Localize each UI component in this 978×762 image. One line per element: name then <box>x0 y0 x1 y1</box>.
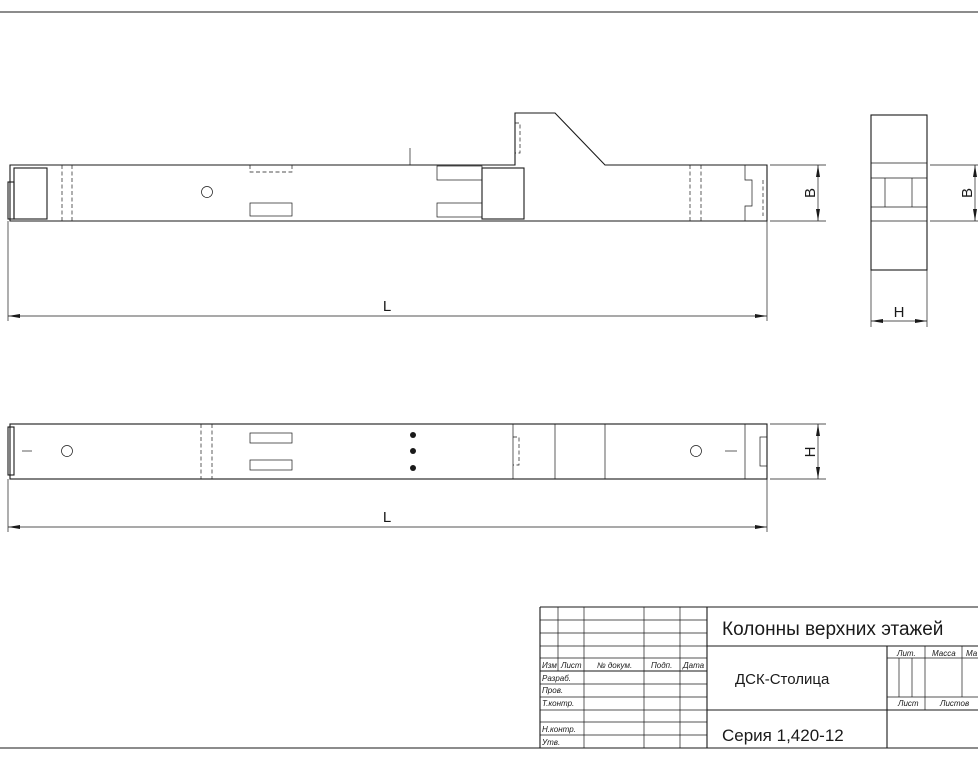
tb-col-change: Изм <box>542 661 557 670</box>
plan-hole-right <box>690 445 702 457</box>
console-joint-plate <box>481 167 525 220</box>
series-number: Серия 1,420-12 <box>722 726 844 745</box>
dim-label-h-plan: H <box>802 447 819 458</box>
tb-sheet-label: Лист <box>897 699 919 708</box>
plan-console-hidden <box>513 436 520 466</box>
side-view <box>870 114 928 271</box>
dim-label-l-front: L <box>383 298 391 315</box>
plan-slot-lower <box>249 459 293 471</box>
right-end-socket <box>744 165 753 221</box>
tb-right-cells <box>887 646 978 710</box>
tb-letter-label: Лит. <box>896 649 916 658</box>
tb-col-sheet: Лист <box>560 661 582 670</box>
tb-role-tech-control: Т.контр. <box>542 699 574 708</box>
dim-label-b-side: B <box>959 188 976 198</box>
tb-mass-label: Масса <box>932 649 956 658</box>
tb-role-norm-control: Н.контр. <box>542 725 576 734</box>
plan-left-end-lug <box>7 426 15 476</box>
side-view-dimensions: H B <box>870 164 978 327</box>
title-block: Изм Лист № докум. Подп. Дата Разраб. Про… <box>539 606 978 748</box>
organization-name: ДСК-Столица <box>735 671 830 688</box>
tb-col-signature: Подп. <box>651 661 672 670</box>
left-end-lug <box>7 181 15 220</box>
front-view <box>7 112 768 222</box>
tb-role-developer: Разраб. <box>542 674 571 683</box>
tb-role-approved: Утв. <box>541 738 560 747</box>
plan-right-end-socket <box>759 436 768 467</box>
plan-slot-upper <box>249 432 293 444</box>
tb-role-checker: Пров. <box>542 686 563 695</box>
hidden-opening-top <box>249 165 293 173</box>
opening-slot <box>249 202 293 217</box>
side-view-outline <box>870 114 928 271</box>
sheet-frame <box>0 11 978 749</box>
tb-col-date: Дата <box>682 661 705 670</box>
drawing-title: Колонны верхних этажей <box>722 619 943 640</box>
front-view-dimensions: B L <box>7 164 826 321</box>
tb-col-document: № докум. <box>597 661 632 670</box>
tb-grid-columns <box>557 607 681 748</box>
console-recess-lower <box>436 202 483 218</box>
plan-hole-left <box>61 445 73 457</box>
plan-view-outline <box>9 423 768 480</box>
dim-label-h-side: H <box>894 304 905 321</box>
left-end-plate <box>13 167 48 220</box>
dim-label-b-front: B <box>802 188 819 198</box>
tb-grid-rows <box>540 619 707 736</box>
tb-sheets-label: Листов <box>939 699 969 708</box>
plan-dot-3 <box>410 465 416 471</box>
console-recess-upper <box>436 165 483 181</box>
dim-label-l-plan: L <box>383 509 391 526</box>
console-hidden-edge <box>515 122 521 154</box>
plan-dot-1 <box>410 432 416 438</box>
tb-scale-label: Ма <box>966 649 978 658</box>
plan-view-dimensions: H L <box>7 423 826 532</box>
lifting-hole <box>201 186 213 198</box>
plan-view <box>7 423 768 480</box>
column-body-outline <box>9 112 768 222</box>
plan-dot-2 <box>410 448 416 454</box>
